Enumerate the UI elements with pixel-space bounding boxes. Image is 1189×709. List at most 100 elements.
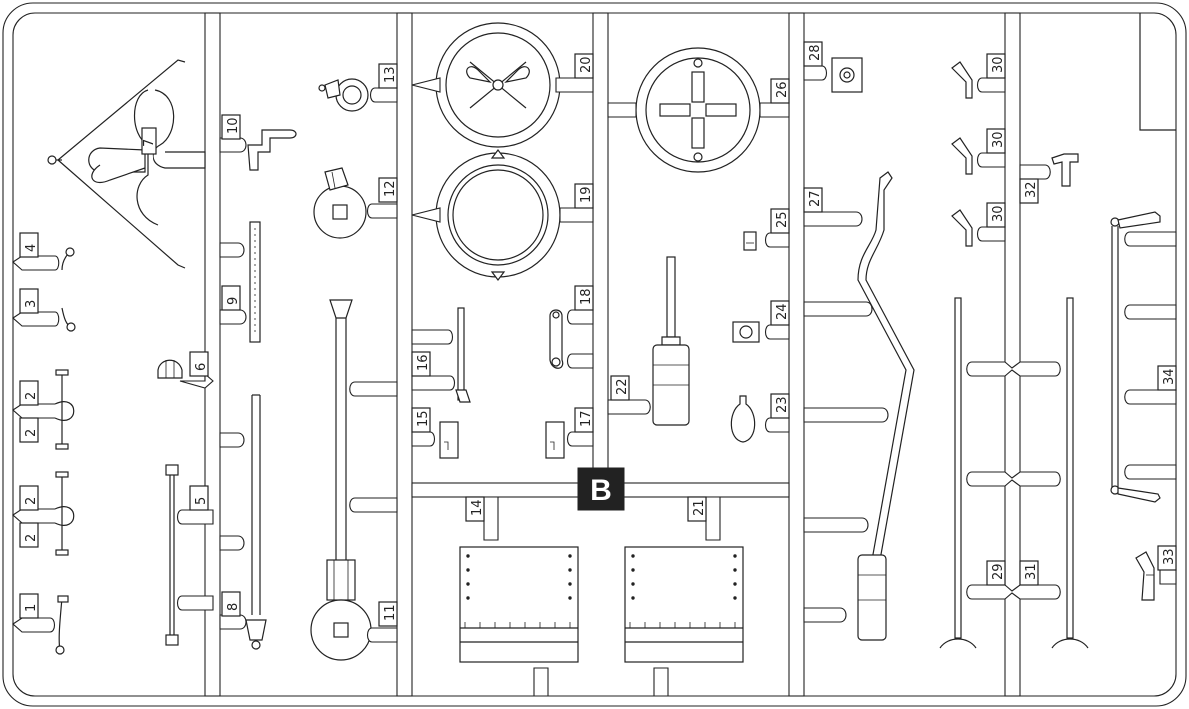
part-18-drawing bbox=[549, 309, 564, 369]
part-30a-drawing bbox=[951, 61, 973, 99]
part-22-number: 22 bbox=[615, 378, 630, 395]
part-15-number: 15 bbox=[416, 410, 431, 427]
part-16-number: 16 bbox=[416, 354, 431, 371]
part-2c-number: 2 bbox=[24, 497, 39, 505]
part-9-tab: 9 bbox=[219, 285, 247, 325]
part-5-drawing bbox=[165, 464, 179, 646]
part-4-drawing bbox=[61, 247, 75, 271]
sprue-letter: B bbox=[590, 474, 612, 507]
part-30a-number: 30 bbox=[991, 56, 1006, 73]
part-30b-drawing bbox=[951, 137, 973, 175]
part-34-drawing bbox=[1110, 211, 1161, 503]
part-33-tab: 33 bbox=[1157, 545, 1177, 585]
part-15-tab: 15 bbox=[411, 407, 436, 447]
runner-stub-5b bbox=[176, 595, 214, 611]
part-14-drawing bbox=[459, 546, 579, 663]
part-2b-tab: 2 bbox=[19, 417, 39, 443]
part-24-tab: 24 bbox=[764, 300, 790, 340]
part-32-number: 32 bbox=[1024, 181, 1039, 198]
sprue-letter-label: B bbox=[577, 467, 625, 511]
part-29-tab: 29 bbox=[986, 560, 1006, 586]
part-30b-number: 30 bbox=[991, 131, 1006, 148]
part-14-tab: 14 bbox=[465, 496, 499, 541]
part-17-drawing bbox=[545, 421, 565, 459]
part-29-number: 29 bbox=[991, 563, 1006, 580]
part-30c-drawing bbox=[951, 209, 973, 247]
part-16-drawing bbox=[455, 307, 471, 403]
runner-stub-11b bbox=[349, 497, 398, 513]
part-21-tab: 21 bbox=[687, 496, 721, 541]
runner-stub-27c bbox=[803, 517, 869, 533]
runner-stub-27d bbox=[803, 607, 847, 623]
runner-stub-9a bbox=[219, 242, 245, 258]
part-4-tab: 4 bbox=[12, 232, 60, 271]
runner-stub-16a bbox=[411, 329, 454, 345]
part-10-number: 10 bbox=[226, 117, 241, 134]
part-18-number: 18 bbox=[579, 288, 594, 305]
part-12-number: 12 bbox=[383, 180, 398, 197]
part-8-tab: 8 bbox=[219, 591, 247, 630]
part-16-tab: 16 bbox=[411, 351, 456, 391]
runner-stub-27b bbox=[803, 407, 889, 423]
part-5-tab: 5 bbox=[176, 485, 214, 525]
part-17-tab: 17 bbox=[566, 407, 594, 447]
part-5-number: 5 bbox=[194, 497, 209, 505]
part-2a-tab: 2 bbox=[12, 380, 61, 419]
runner-stub-14a bbox=[533, 667, 549, 697]
part-25-drawing bbox=[743, 231, 757, 251]
part-12-tab: 12 bbox=[366, 177, 398, 219]
part-3-number: 3 bbox=[24, 300, 39, 308]
part-19-number: 19 bbox=[579, 186, 594, 203]
part-25-number: 25 bbox=[775, 211, 790, 228]
part-6-drawing bbox=[157, 359, 183, 379]
part-24-drawing bbox=[732, 321, 760, 343]
part-30a-tab: 30 bbox=[976, 53, 1006, 93]
part-32-tab: 32 bbox=[1019, 164, 1051, 204]
vertical-runners bbox=[204, 12, 1021, 697]
part-20-drawing bbox=[435, 22, 561, 148]
part-22-tab: 22 bbox=[607, 375, 651, 415]
part-7-number: 7 bbox=[142, 139, 157, 147]
part-1-number: 1 bbox=[24, 604, 39, 612]
part-3-drawing bbox=[61, 307, 76, 332]
part-2-assembly-upper bbox=[54, 369, 75, 450]
part-33-drawing bbox=[1135, 551, 1155, 601]
runner-stub-11a bbox=[349, 381, 398, 397]
part-23-number: 23 bbox=[775, 396, 790, 413]
part-28-drawing bbox=[831, 57, 863, 93]
part-17-number: 17 bbox=[579, 410, 594, 427]
part-11-number: 11 bbox=[383, 604, 398, 621]
part-27-tab: 27 bbox=[803, 187, 863, 227]
part-19-tab: 19 bbox=[411, 183, 594, 223]
part-3-tab: 3 bbox=[12, 288, 60, 327]
part-6-tab: 6 bbox=[179, 351, 214, 389]
part-2c-tab: 2 bbox=[12, 485, 61, 524]
part-31-tab: 31 bbox=[1019, 560, 1039, 586]
part-30b-tab: 30 bbox=[976, 128, 1006, 168]
part-1-tab: 1 bbox=[12, 593, 56, 633]
part-9-drawing bbox=[249, 221, 261, 343]
part-13-drawing bbox=[318, 78, 369, 112]
part-27-number: 27 bbox=[808, 190, 823, 207]
part-2d-number: 2 bbox=[24, 534, 39, 542]
part-32-drawing bbox=[1051, 153, 1079, 187]
part-20-number: 20 bbox=[579, 56, 594, 73]
part-28-tab: 28 bbox=[803, 41, 828, 81]
runner-stub-27a bbox=[803, 301, 873, 317]
part-30c-number: 30 bbox=[991, 205, 1006, 222]
part-31-drawing bbox=[1051, 297, 1089, 649]
part-8-number: 8 bbox=[226, 603, 241, 611]
part-2a-number: 2 bbox=[24, 392, 39, 400]
part-23-tab: 23 bbox=[764, 393, 790, 433]
part-25-tab: 25 bbox=[764, 208, 790, 248]
part-22-drawing bbox=[652, 256, 690, 426]
part-2d-tab: 2 bbox=[19, 522, 39, 548]
part-13-number: 13 bbox=[383, 66, 398, 83]
part-29-drawing bbox=[939, 297, 977, 649]
part-30c-tab: 30 bbox=[976, 202, 1006, 242]
part-21-drawing bbox=[624, 546, 744, 663]
part-34-tabs: 34 bbox=[1124, 231, 1177, 480]
part-23-drawing bbox=[730, 395, 756, 443]
part-7-drawing bbox=[47, 59, 206, 269]
